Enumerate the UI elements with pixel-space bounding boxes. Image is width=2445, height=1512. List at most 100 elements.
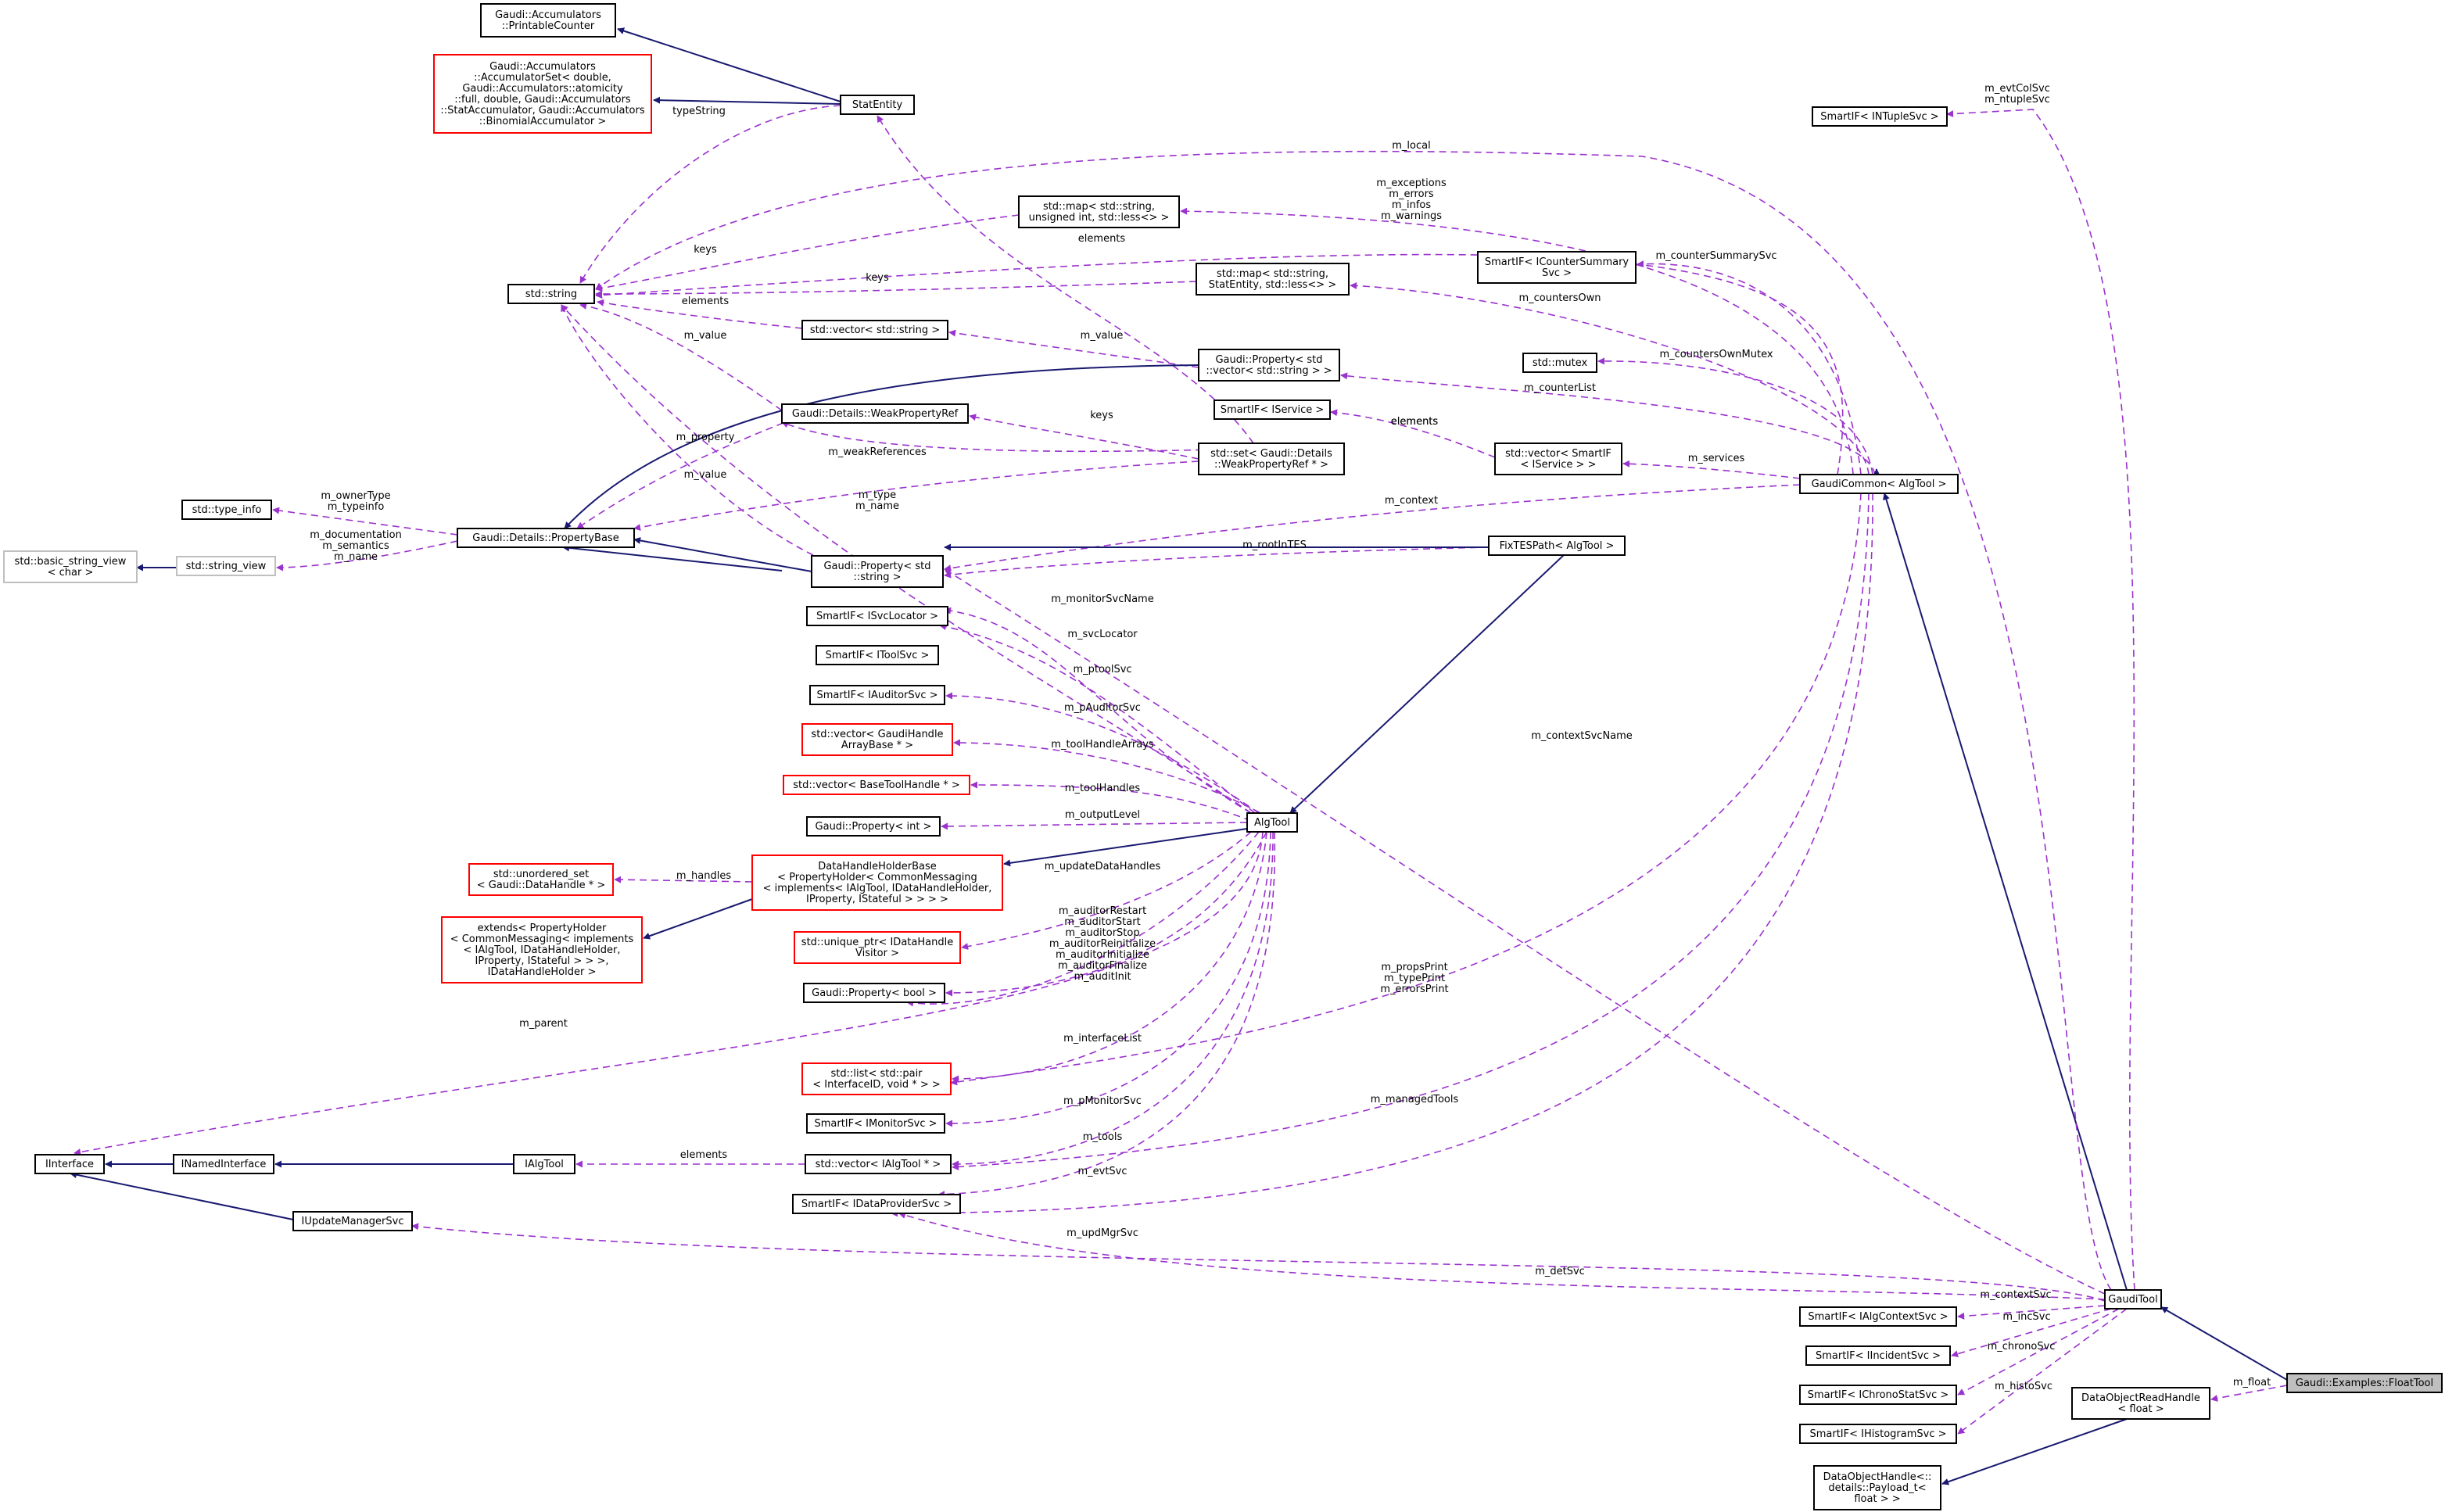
inheritance-edge-0	[617, 27, 841, 102]
class-node-label: SmartIF< IAuditorSvc >	[816, 690, 937, 701]
class-node-weakPropRef[interactable]: Gaudi::Details::WeakPropertyRef	[781, 403, 969, 424]
edge-label-keys3: keys	[1090, 410, 1113, 421]
class-node-chronoStatSvc[interactable]: SmartIF< IChronoStatSvc >	[1799, 1385, 1957, 1405]
class-node-gaudiTool[interactable]: GaudiTool	[2104, 1289, 2162, 1310]
inheritance-edge-54	[70, 1171, 294, 1220]
class-node-label: SmartIF< IChronoStatSvc >	[1808, 1389, 1949, 1401]
class-node-propertyBase[interactable]: Gaudi::Details::PropertyBase	[457, 528, 635, 548]
class-node-mapUint[interactable]: std::map< std::string,unsigned int, std:…	[1018, 195, 1180, 228]
class-node-incidentSvc[interactable]: SmartIF< IIncidentSvc >	[1805, 1345, 1951, 1366]
class-node-dataHandleHolder[interactable]: DataHandleHolderBase< PropertyHolder< Co…	[751, 855, 1003, 911]
usage-edge-6	[948, 329, 1199, 368]
class-node-stdMutex[interactable]: std::mutex	[1522, 353, 1597, 373]
class-node-typeInfo[interactable]: std::type_info	[181, 500, 272, 520]
class-node-histogramSvc[interactable]: SmartIF< IHistogramSvc >	[1799, 1424, 1957, 1444]
class-node-monitorSvc[interactable]: SmartIF< IMonitorSvc >	[806, 1113, 945, 1134]
class-node-label: std::set< Gaudi::Details::WeakPropertyRe…	[1210, 448, 1332, 471]
class-node-dataObjectHandle[interactable]: DataObjectHandle<::details::Payload_t<fl…	[1813, 1465, 1941, 1510]
usage-edge-69	[2210, 1385, 2288, 1402]
edge-label-moutputlevel: m_outputLevel	[1065, 809, 1140, 821]
edge-label-elements1: elements	[682, 296, 730, 307]
class-node-dataProviderSvc[interactable]: SmartIF< IDataProviderSvc >	[792, 1194, 961, 1214]
class-node-label: AlgTool	[1254, 817, 1290, 829]
usage-edge-24	[1180, 207, 1854, 475]
class-node-vecString[interactable]: std::vector< std::string >	[801, 320, 948, 340]
class-node-statEntity[interactable]: StatEntity	[840, 95, 915, 115]
edge-label-mweakrefs: m_weakReferences	[828, 446, 927, 458]
class-node-unorderedSet[interactable]: std::unordered_set< Gaudi::DataHandle * …	[468, 863, 614, 896]
class-node-ntupleSvc[interactable]: SmartIF< INTupleSvc >	[1812, 106, 1948, 127]
inheritance-edge-68	[2160, 1306, 2288, 1381]
class-node-propBool[interactable]: Gaudi::Property< bool >	[803, 983, 945, 1003]
class-node-iNamedInterface[interactable]: INamedInterface	[173, 1154, 274, 1174]
usage-edge-50	[937, 831, 1275, 1198]
usage-edge-13	[633, 460, 1199, 531]
class-node-stdString[interactable]: std::string	[507, 284, 595, 304]
edge-label-mcountersown: m_countersOwn	[1518, 292, 1601, 304]
class-node-toolSvc[interactable]: SmartIF< IToolSvc >	[816, 645, 939, 665]
usage-edge-9	[969, 414, 1199, 460]
usage-edge-37	[970, 781, 1252, 822]
class-node-vecIService[interactable]: std::vector< SmartIF< IService > >	[1494, 442, 1622, 475]
class-node-algContextSvc[interactable]: SmartIF< IAlgContextSvc >	[1799, 1306, 1957, 1327]
class-node-vecBaseTool[interactable]: std::vector< BaseToolHandle * >	[783, 775, 970, 795]
inheritance-edge-15	[633, 537, 812, 572]
class-node-accumulatorSet[interactable]: Gaudi::Accumulators::AccumulatorSet< dou…	[433, 54, 652, 134]
class-node-printableCounter[interactable]: Gaudi::Accumulators::PrintableCounter	[480, 3, 616, 38]
edge-label-mlocal: m_local	[1392, 140, 1430, 152]
usage-edge-47	[952, 831, 1267, 1083]
class-node-extendsPH[interactable]: extends< PropertyHolder< CommonMessaging…	[441, 916, 643, 984]
class-node-iUpdateManager[interactable]: IUpdateManagerSvc	[292, 1211, 413, 1231]
class-node-auditorSvc[interactable]: SmartIF< IAuditorSvc >	[809, 685, 945, 705]
class-node-propString[interactable]: Gaudi::Property< std::string >	[811, 555, 944, 588]
class-node-label: IAlgTool	[525, 1159, 564, 1170]
class-node-mapStat[interactable]: std::map< std::string,StatEntity, std::l…	[1196, 263, 1350, 296]
class-node-floatTool[interactable]: Gaudi::Examples::FloatTool	[2286, 1373, 2443, 1393]
node-layer: Gaudi::Accumulators::PrintableCounterGau…	[3, 3, 2443, 1510]
inheritance-edge-40	[562, 544, 783, 571]
class-node-label: Gaudi::Property< std::string >	[823, 561, 930, 583]
class-node-listPair[interactable]: std::list< std::pair< InterfaceID, void …	[801, 1062, 952, 1095]
inheritance-edge-31	[1289, 536, 1565, 814]
class-node-label: IUpdateManagerSvc	[302, 1216, 404, 1227]
usage-edge-4	[595, 281, 1197, 298]
class-node-label: std::map< std::string,unsigned int, std:…	[1029, 201, 1170, 224]
class-node-label: std::map< std::string,StatEntity, std::l…	[1209, 268, 1336, 291]
class-node-propInt[interactable]: Gaudi::Property< int >	[806, 816, 941, 837]
class-node-propVecString[interactable]: Gaudi::Property< std::vector< std::strin…	[1198, 349, 1340, 382]
class-node-label: std::type_info	[192, 504, 262, 516]
usage-edge-28	[1340, 372, 1876, 475]
class-node-label: GaudiCommon< AlgTool >	[1812, 478, 1947, 490]
class-node-label: Gaudi::Accumulators::PrintableCounter	[495, 9, 601, 32]
class-node-dataObjectReadHandle[interactable]: DataObjectReadHandle< float >	[2071, 1387, 2210, 1420]
class-node-iService[interactable]: SmartIF< IService >	[1214, 399, 1331, 420]
usage-edge-23	[595, 253, 1844, 475]
class-node-iAlgTool[interactable]: IAlgTool	[513, 1154, 575, 1174]
usage-edge-35	[945, 692, 1260, 814]
edge-label-mcounterlist: m_counterList	[1524, 382, 1596, 394]
class-node-gaudiCommon[interactable]: GaudiCommon< AlgTool >	[1799, 474, 1959, 494]
class-node-svcLocator[interactable]: SmartIF< ISvcLocator >	[806, 606, 948, 626]
class-node-label: SmartIF< IMonitorSvc >	[814, 1118, 937, 1130]
edge-label-mservices: m_services	[1688, 453, 1745, 464]
class-node-iInterface[interactable]: IInterface	[34, 1154, 105, 1174]
usage-edge-25	[1637, 260, 1862, 475]
class-node-vecIAlgTool[interactable]: std::vector< IAlgTool * >	[805, 1154, 952, 1174]
usage-edge-43	[961, 831, 1252, 950]
usage-edge-48	[945, 831, 1271, 1127]
usage-edge-20	[944, 484, 1801, 572]
edge-label-mpauditorsvc: m_pAuditorSvc	[1064, 702, 1141, 714]
class-node-setWeakRef[interactable]: std::set< Gaudi::Details::WeakPropertyRe…	[1198, 442, 1345, 475]
class-node-label: std::vector< BaseToolHandle * >	[793, 779, 960, 791]
class-node-basicStringView[interactable]: std::basic_string_view< char >	[3, 550, 138, 583]
class-node-label: Gaudi::Details::WeakPropertyRef	[792, 408, 959, 420]
class-node-algTool[interactable]: AlgTool	[1246, 812, 1298, 833]
edge-label-mvalue3: m_value	[684, 469, 727, 481]
class-node-fixTESPath[interactable]: FixTESPath< AlgTool >	[1488, 536, 1626, 556]
class-node-stringView[interactable]: std::string_view	[176, 556, 276, 576]
